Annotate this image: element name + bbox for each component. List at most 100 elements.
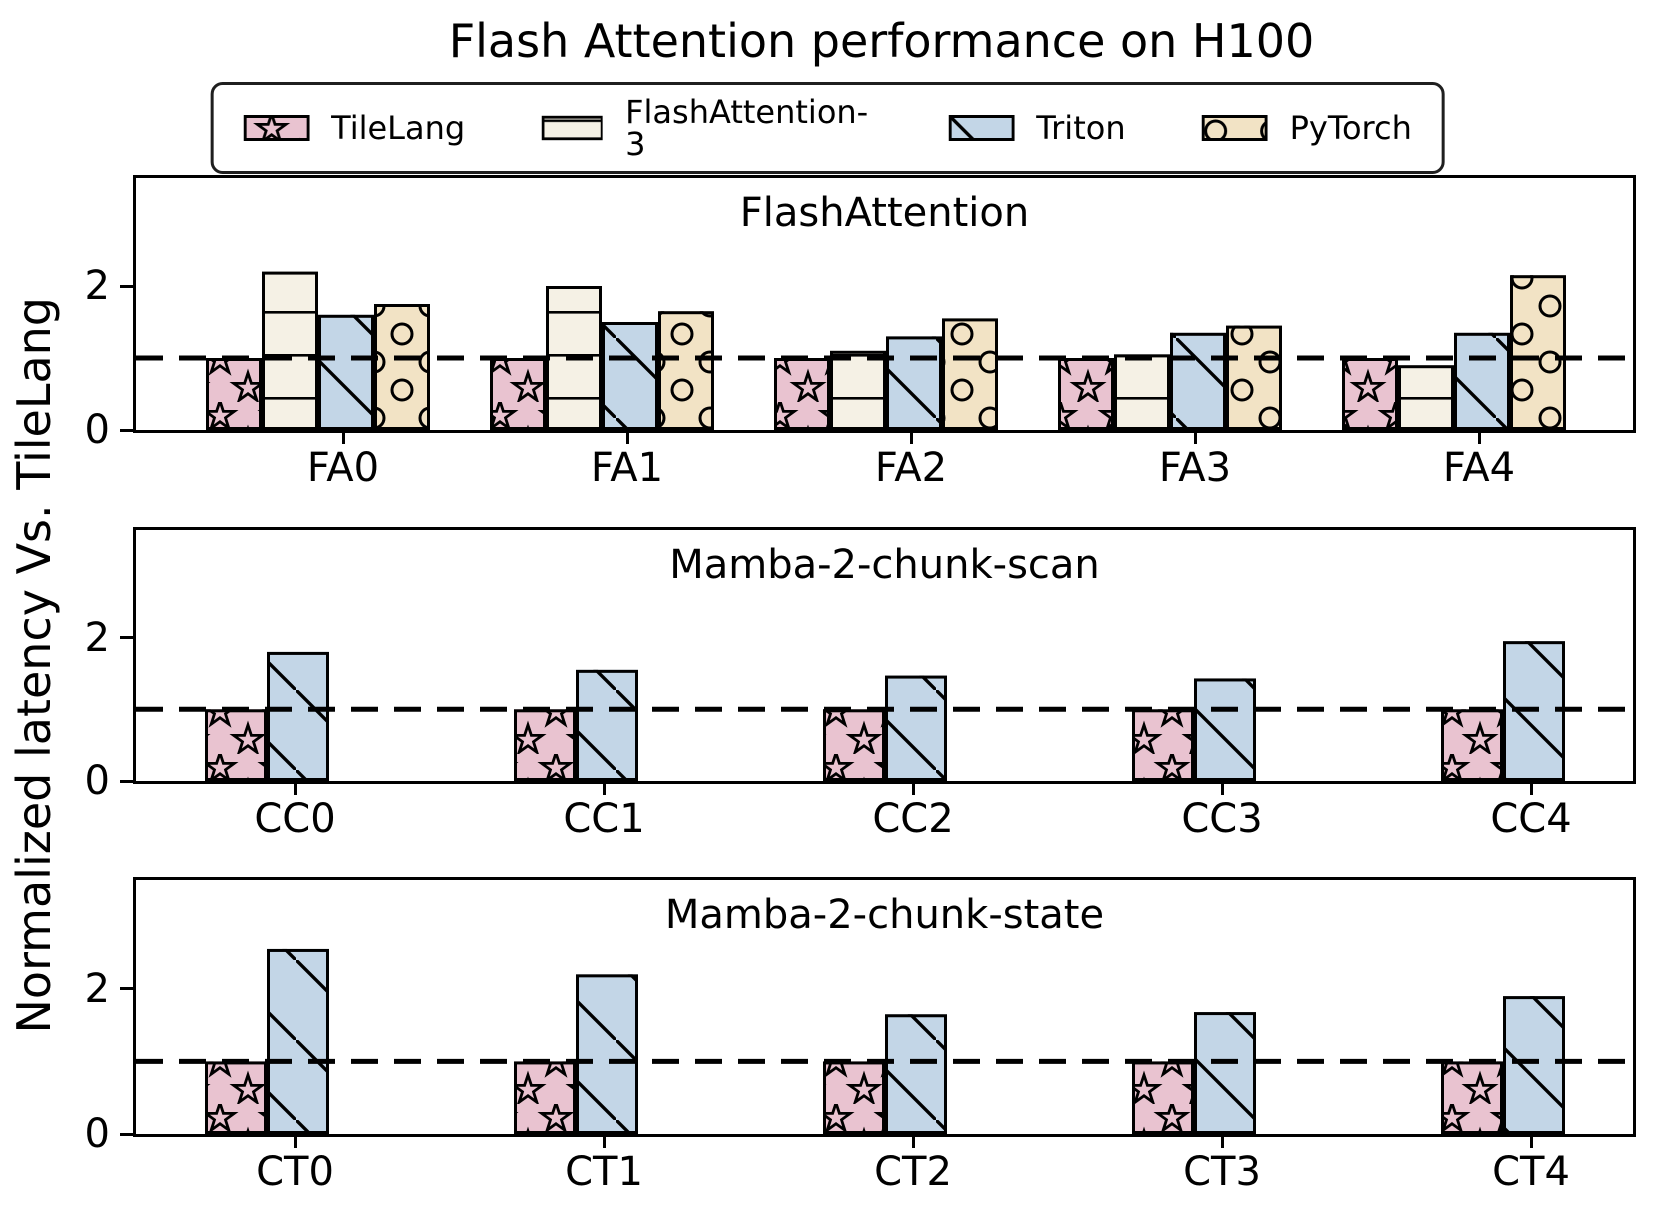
x-tick-label: FA4: [1442, 445, 1516, 491]
bar-flashattention-3-fa2: [830, 350, 886, 430]
x-tick-label: CC3: [1181, 796, 1263, 842]
bar-triton-ct0: [267, 948, 329, 1134]
bar-tilelang-ct2: [823, 1061, 885, 1134]
legend-item-triton: Triton: [948, 109, 1126, 147]
bar-triton-ct2: [885, 1014, 947, 1134]
x-tick-label: CT3: [1183, 1149, 1261, 1195]
y-tick-mark: [120, 636, 133, 640]
x-tick-mark: [1530, 1135, 1533, 1148]
x-tick-label: FA2: [874, 445, 948, 491]
x-tick-mark: [294, 782, 297, 795]
x-tick-mark: [1478, 431, 1481, 444]
bar-triton-fa3: [1170, 332, 1226, 430]
bar-triton-fa0: [318, 314, 374, 430]
x-tick-mark: [1221, 782, 1224, 795]
panel-title: Mamba-2-chunk-scan: [669, 542, 1100, 588]
y-tick-label: 2: [84, 965, 110, 1012]
x-tick-mark: [910, 431, 913, 444]
x-tick-label: CC2: [872, 796, 954, 842]
panel-title: FlashAttention: [739, 190, 1030, 236]
bar-triton-ct3: [1194, 1012, 1256, 1134]
bar-triton-cc2: [885, 675, 947, 781]
legend-label: PyTorch: [1289, 109, 1412, 147]
panel-mamba-2-chunk-state: Mamba-2-chunk-state: [133, 877, 1636, 1137]
panel-title: Mamba-2-chunk-state: [664, 892, 1105, 938]
bar-triton-cc3: [1194, 678, 1256, 781]
x-tick-label: CC1: [563, 796, 645, 842]
y-tick-label: 2: [84, 614, 110, 661]
x-tick-mark: [1221, 1135, 1224, 1148]
bar-pytorch-fa0: [374, 304, 430, 430]
bar-tilelang-ct1: [514, 1061, 576, 1134]
legend-item-flashattention3: FlashAttention-3: [541, 96, 872, 160]
bar-tilelang-fa3: [1058, 358, 1114, 430]
legend-label: TileLang: [331, 109, 466, 147]
panel-canvas: [136, 641, 1633, 781]
bar-triton-fa1: [602, 322, 658, 430]
tilelang-swatch-icon: [243, 115, 310, 141]
bar-tilelang-cc4: [1441, 709, 1503, 781]
panel-canvas: [136, 948, 1633, 1134]
x-tick-mark: [912, 782, 915, 795]
bar-flashattention-3-fa3: [1114, 354, 1170, 430]
flashattention3-swatch-icon: [541, 115, 604, 141]
legend-label: Triton: [1036, 109, 1126, 147]
y-tick-mark: [120, 1132, 133, 1136]
x-tick-mark: [912, 1135, 915, 1148]
x-tick-label: CT0: [256, 1149, 334, 1195]
y-tick-mark: [120, 428, 133, 432]
x-tick-label: CC4: [1490, 796, 1572, 842]
bar-triton-fa4: [1454, 332, 1510, 430]
bar-triton-cc1: [576, 669, 638, 781]
x-tick-mark: [342, 431, 345, 444]
bar-triton-fa2: [886, 336, 942, 430]
bar-tilelang-cc0: [205, 709, 267, 781]
x-tick-label: CT2: [874, 1149, 952, 1195]
panel-mamba-2-chunk-scan: Mamba-2-chunk-scan: [133, 527, 1636, 784]
figure-title: Flash Attention performance on H100: [448, 14, 1315, 68]
y-tick-mark: [120, 284, 133, 288]
y-tick-label: 0: [84, 758, 110, 804]
bar-triton-cc0: [267, 651, 329, 781]
x-tick-mark: [603, 782, 606, 795]
x-tick-mark: [1530, 782, 1533, 795]
y-tick-label: 0: [84, 407, 110, 453]
bar-tilelang-cc1: [514, 709, 576, 781]
panel-flashattention: FlashAttention: [133, 175, 1636, 433]
bar-triton-ct4: [1503, 996, 1565, 1134]
x-tick-label: CT1: [565, 1149, 643, 1195]
bar-flashattention-3-fa0: [262, 271, 318, 430]
bar-tilelang-ct4: [1441, 1061, 1503, 1134]
triton-swatch-icon: [948, 115, 1015, 141]
bar-pytorch-fa3: [1226, 325, 1282, 430]
bar-tilelang-fa4: [1342, 358, 1398, 430]
x-tick-mark: [603, 1135, 606, 1148]
bar-flashattention-3-fa4: [1398, 365, 1454, 430]
x-tick-label: CT4: [1492, 1149, 1570, 1195]
bar-tilelang-fa1: [490, 358, 546, 430]
panel-canvas: [136, 271, 1633, 430]
x-tick-mark: [626, 431, 629, 444]
y-tick-mark: [120, 779, 133, 783]
legend-item-pytorch: PyTorch: [1201, 109, 1412, 147]
y-tick-label: 2: [84, 263, 110, 309]
bar-tilelang-fa0: [206, 358, 262, 430]
x-tick-mark: [294, 1135, 297, 1148]
bar-tilelang-ct0: [205, 1061, 267, 1134]
x-tick-label: FA3: [1158, 445, 1232, 491]
bar-tilelang-fa2: [774, 358, 830, 430]
pytorch-swatch-icon: [1201, 115, 1268, 141]
x-tick-label: FA0: [306, 445, 380, 491]
bar-pytorch-fa2: [942, 318, 998, 430]
x-tick-mark: [1194, 431, 1197, 444]
y-tick-mark: [120, 987, 133, 991]
bar-pytorch-fa1: [658, 311, 714, 430]
legend: TileLang FlashAttention-3 Triton PyTorch: [210, 82, 1445, 174]
bar-tilelang-cc2: [823, 709, 885, 781]
legend-item-tilelang: TileLang: [243, 112, 465, 144]
bar-pytorch-fa4: [1510, 275, 1566, 430]
x-tick-label: FA1: [590, 445, 664, 491]
legend-label: FlashAttention-3: [625, 93, 869, 163]
x-tick-label: CC0: [254, 796, 336, 842]
